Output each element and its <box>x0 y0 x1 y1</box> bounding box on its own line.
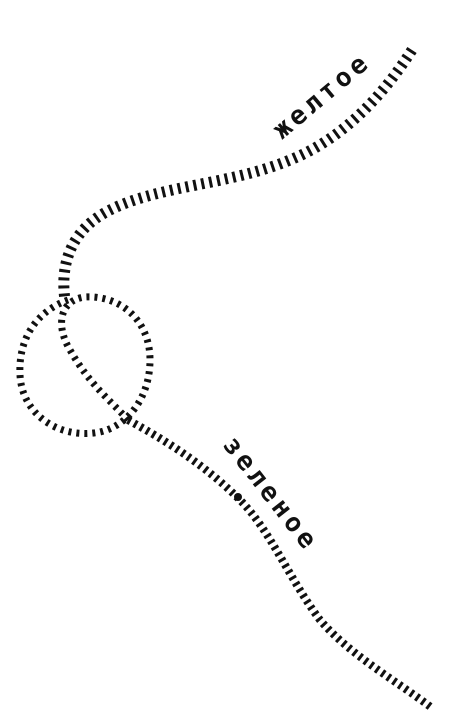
knot-dot <box>234 493 242 501</box>
yellow-strand <box>58 47 417 301</box>
yarn-loop <box>16 293 154 437</box>
label-yellow: желтое <box>267 47 377 146</box>
green-strand <box>126 416 435 712</box>
